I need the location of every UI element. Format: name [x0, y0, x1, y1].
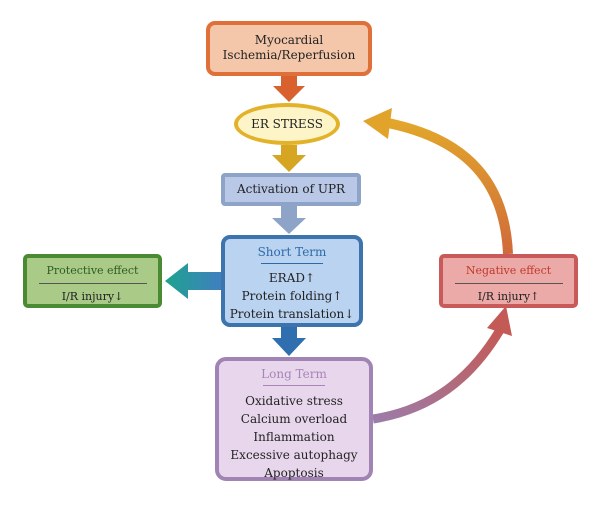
- arrow-mir-to-er: [273, 76, 305, 102]
- protective-detail: I/R injury↓: [61, 290, 124, 303]
- long-term-item: Excessive autophagy: [230, 448, 358, 462]
- arrow-er-to-upr: [272, 145, 306, 172]
- protective-divider: [38, 283, 147, 284]
- long-term-divider: [263, 385, 325, 386]
- node-mir-line2: Ischemia/Reperfusion: [222, 48, 356, 62]
- short-term-divider: [261, 263, 323, 264]
- long-term-item: Oxidative stress: [245, 394, 343, 408]
- negative-title: Negative effect: [465, 264, 552, 277]
- loop-arrow-long-to-negative: [372, 327, 504, 424]
- short-term-item: Protein translation↓: [229, 307, 355, 321]
- node-negative-effect: Negative effect I/R injury↑: [439, 254, 578, 308]
- node-upr-label: Activation of UPR: [236, 182, 346, 196]
- node-protective-effect: Protective effect I/R injury↓: [23, 254, 162, 308]
- arrow-short-to-protective: [165, 263, 221, 299]
- long-term-item: Apoptosis: [264, 466, 324, 480]
- negative-divider: [454, 283, 563, 284]
- short-term-title: Short Term: [257, 245, 327, 259]
- arrow-upr-to-short: [272, 206, 306, 234]
- node-er-label: ER STRESS: [251, 117, 323, 131]
- loop-arrow-negative-to-er: [386, 118, 513, 255]
- node-mir-line1: Myocardial: [254, 33, 324, 47]
- node-short-term: Short Term ERAD↑ Protein folding↑ Protei…: [221, 235, 363, 327]
- loop-arrow-head-er: [363, 108, 392, 139]
- protective-title: Protective effect: [46, 264, 139, 277]
- long-term-title: Long Term: [261, 367, 327, 381]
- loop-arrow-head-negative: [487, 306, 512, 336]
- short-term-item: Protein folding↑: [241, 289, 343, 303]
- node-long-term: Long Term Oxidative stress Calcium overl…: [215, 357, 373, 481]
- arrow-short-to-long: [272, 327, 306, 356]
- negative-detail: I/R injury↑: [477, 290, 540, 303]
- long-term-item: Calcium overload: [240, 412, 348, 426]
- short-term-item: ERAD↑: [268, 271, 316, 285]
- node-activation-of-upr: Activation of UPR: [221, 173, 361, 206]
- node-er-stress: ER STRESS: [234, 103, 340, 145]
- node-myocardial-ischemia-reperfusion: Myocardial Ischemia/Reperfusion: [206, 21, 372, 76]
- long-term-item: Inflammation: [253, 430, 335, 444]
